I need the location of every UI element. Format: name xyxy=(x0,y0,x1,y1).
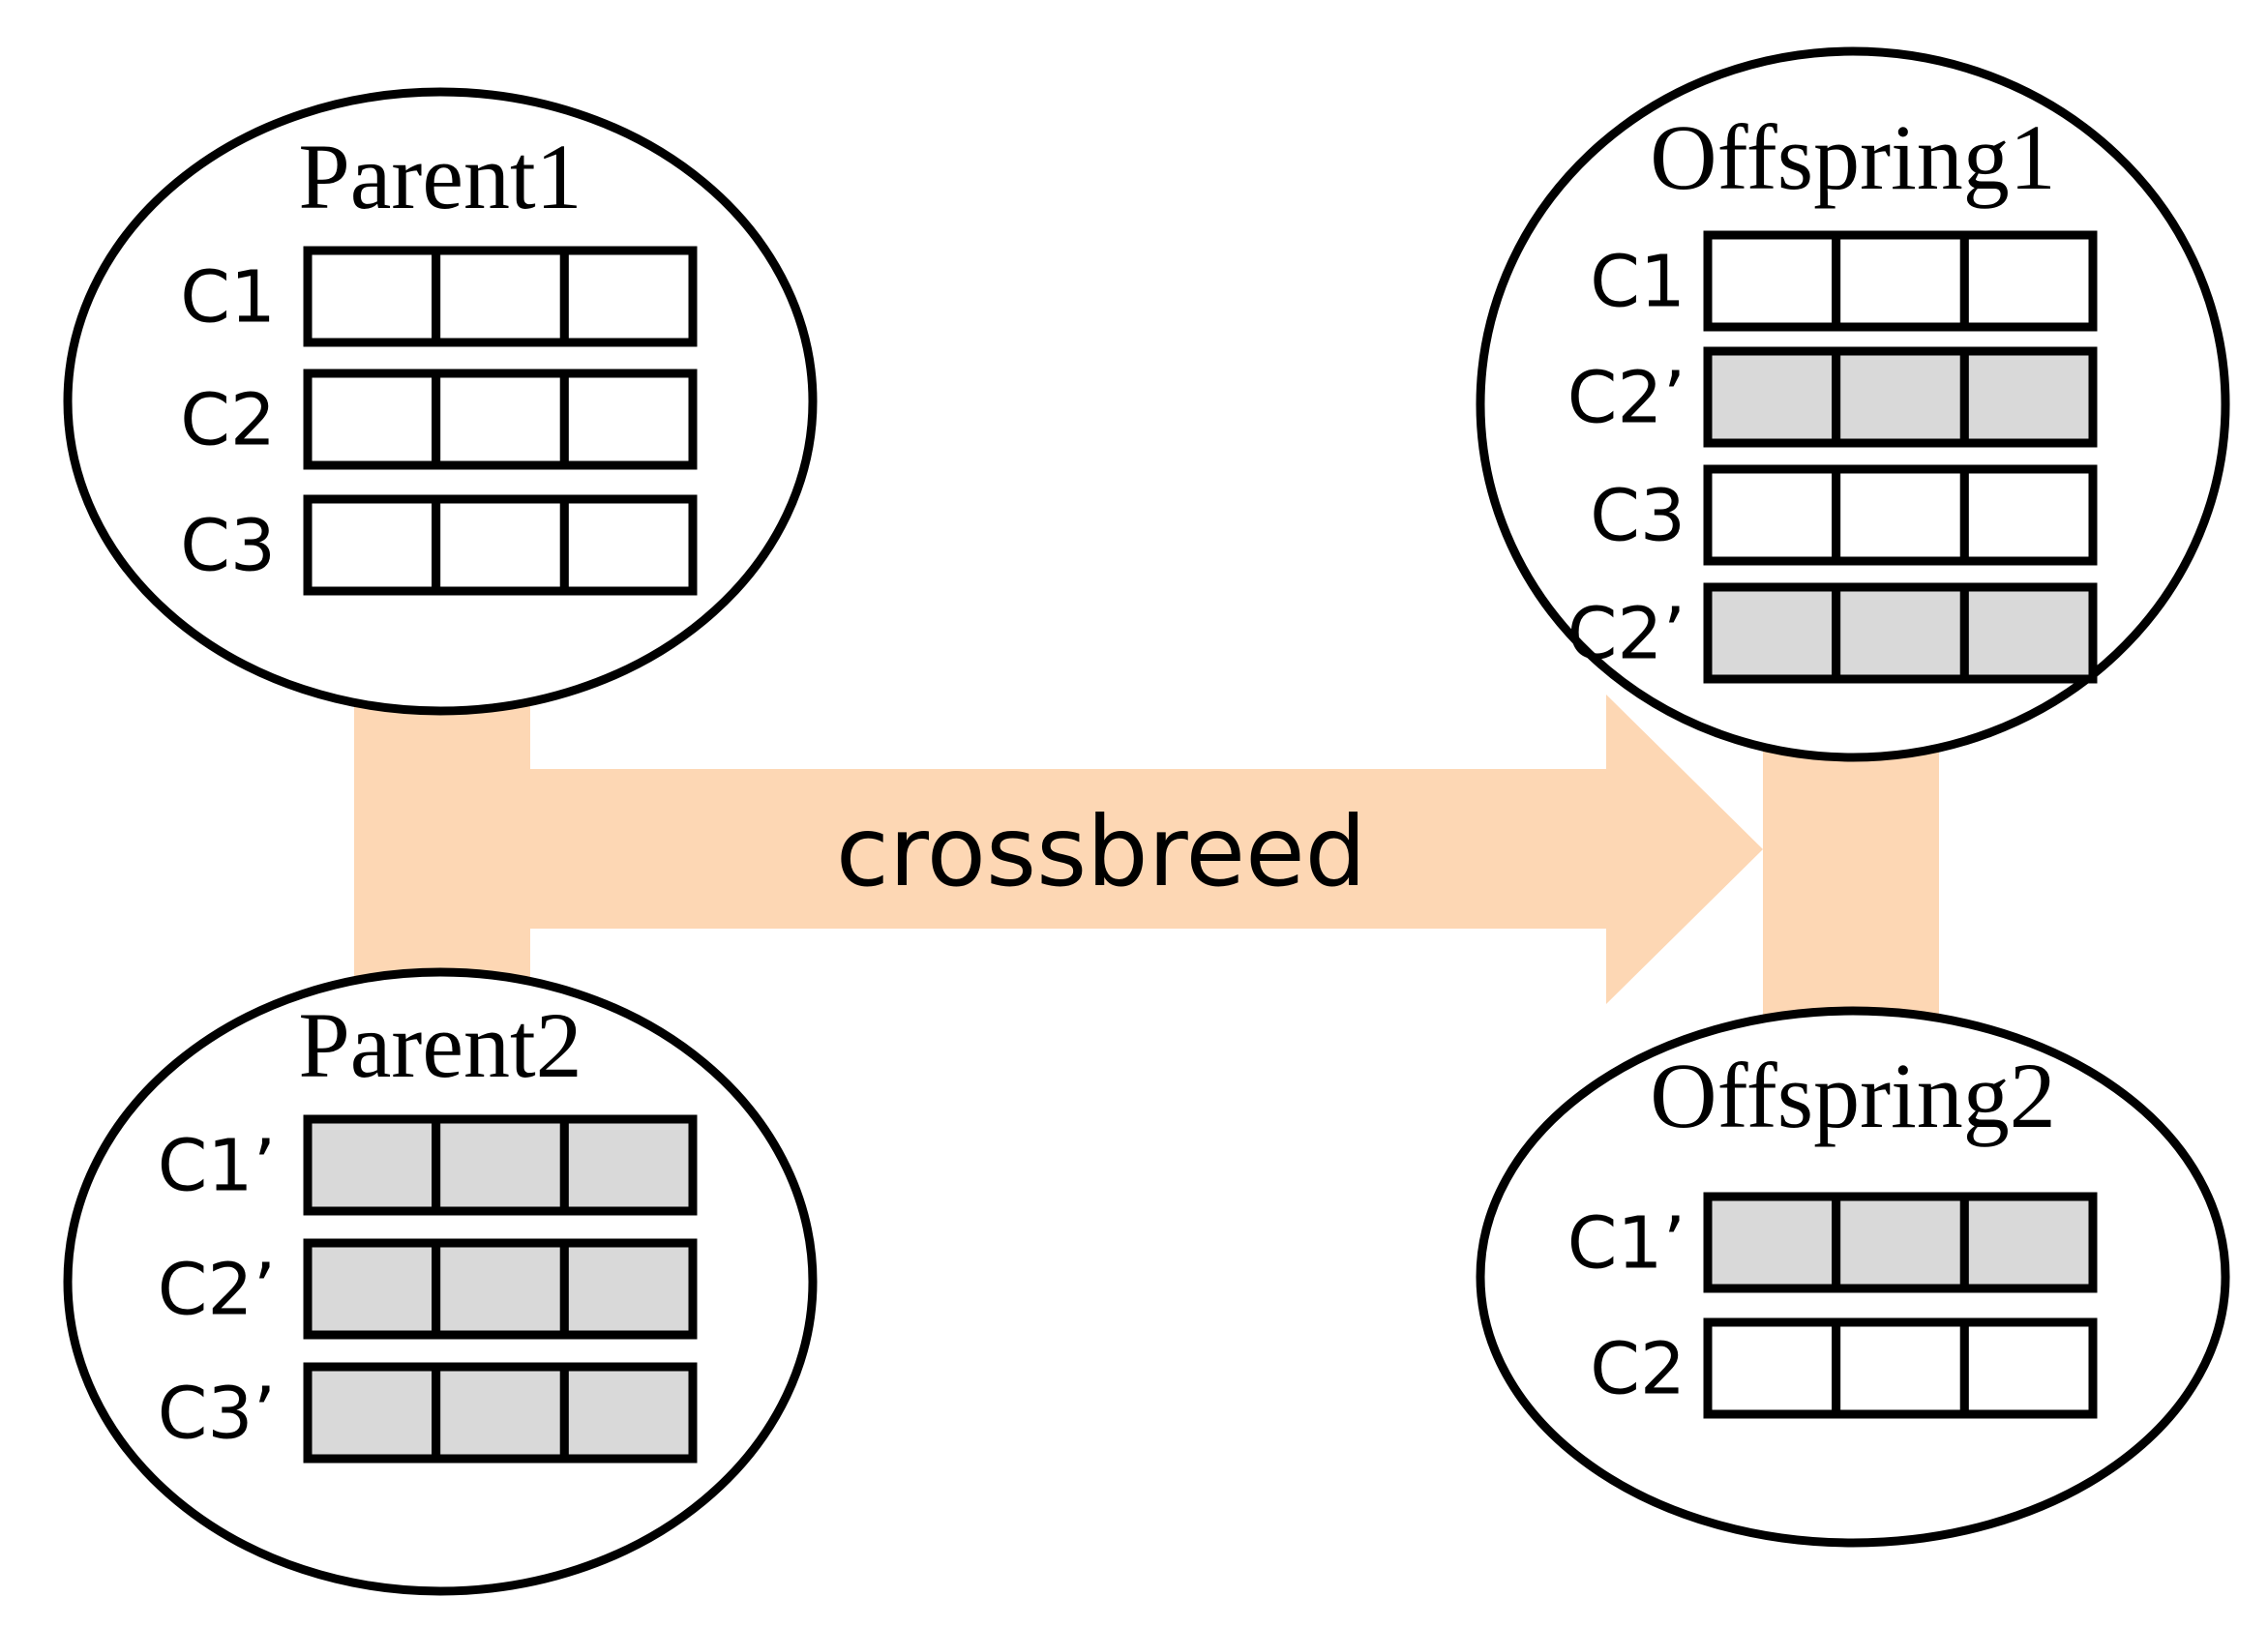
parent1-chromosome xyxy=(303,246,698,347)
parent2-chromosome xyxy=(303,1238,698,1340)
gene-cell xyxy=(1703,464,1841,566)
gene-cell xyxy=(303,1114,441,1216)
gene-cell xyxy=(1959,1192,2098,1293)
parent2-chromosome xyxy=(303,1114,698,1216)
gene-cell xyxy=(1959,346,2098,448)
crossbreed-arrow xyxy=(503,695,1763,1004)
parent2-chromosome xyxy=(303,1362,698,1464)
gene-cell xyxy=(1703,346,1841,448)
parent2-chromosome-label: C1’ xyxy=(158,1125,276,1208)
offspring2-chromosome-label: C2 xyxy=(1590,1328,1686,1411)
offspring1-chromosome xyxy=(1703,230,2098,332)
gene-cell xyxy=(303,369,441,470)
offspring2-title: Offspring2 xyxy=(1650,1044,2056,1147)
gene-cell xyxy=(303,1362,441,1464)
offspring1-chromosome-label: C3 xyxy=(1590,475,1686,558)
parent1-chromosome xyxy=(303,494,698,596)
offspring1-chromosome-label: C2’ xyxy=(1567,593,1686,676)
gene-cell xyxy=(559,369,698,470)
gene-cell xyxy=(1832,582,1969,684)
offspring1-chromosome-label: C2’ xyxy=(1567,357,1686,440)
parent2-title: Parent2 xyxy=(298,993,582,1097)
gene-cell xyxy=(1959,582,2098,684)
parent1-chromosome-label: C1 xyxy=(180,256,276,340)
gene-cell xyxy=(432,246,569,347)
gene-cell xyxy=(559,1114,698,1216)
gene-cell xyxy=(559,246,698,347)
gene-cell xyxy=(559,494,698,596)
gene-cell xyxy=(1832,230,1969,332)
gene-cell xyxy=(432,1114,569,1216)
gene-cell xyxy=(1703,1192,1841,1293)
offspring1-chromosome xyxy=(1703,582,2098,684)
parent1-chromosome-label: C2 xyxy=(180,379,276,462)
gene-cell xyxy=(1959,1317,2098,1419)
offspring-connector-bar xyxy=(1763,745,1939,1054)
offspring1-chromosome xyxy=(1703,346,2098,448)
gene-cell xyxy=(432,1238,569,1340)
gene-cell xyxy=(1703,582,1841,684)
gene-cell xyxy=(303,1238,441,1340)
gene-cell xyxy=(1832,1192,1969,1293)
gene-cell xyxy=(559,1238,698,1340)
parent1-title: Parent1 xyxy=(298,125,582,228)
gene-cell xyxy=(432,1362,569,1464)
gene-cell xyxy=(1703,1317,1841,1419)
parent1-chromosome xyxy=(303,369,698,470)
parent1-chromosome-label: C3 xyxy=(180,505,276,588)
gene-cell xyxy=(1832,346,1969,448)
gene-cell xyxy=(1832,1317,1969,1419)
parent2-chromosome-label: C3’ xyxy=(158,1373,276,1456)
gene-cell xyxy=(559,1362,698,1464)
offspring1-chromosome-label: C1 xyxy=(1590,241,1686,324)
gene-cell xyxy=(432,494,569,596)
gene-cell xyxy=(1832,464,1969,566)
parent-connector-bar xyxy=(354,677,530,996)
offspring1-chromosome xyxy=(1703,464,2098,566)
offspring2-chromosome xyxy=(1703,1317,2098,1419)
gene-cell xyxy=(303,494,441,596)
gene-cell xyxy=(1703,230,1841,332)
gene-cell xyxy=(432,369,569,470)
gene-cell xyxy=(1959,464,2098,566)
offspring2-chromosome-label: C1’ xyxy=(1567,1202,1686,1286)
parent2-chromosome-label: C2’ xyxy=(158,1249,276,1332)
crossbreed-arrow-label: crossbreed xyxy=(836,795,1366,908)
gene-cell xyxy=(303,246,441,347)
gene-cell xyxy=(1959,230,2098,332)
offspring2-chromosome xyxy=(1703,1192,2098,1293)
offspring1-title: Offspring1 xyxy=(1650,105,2056,209)
